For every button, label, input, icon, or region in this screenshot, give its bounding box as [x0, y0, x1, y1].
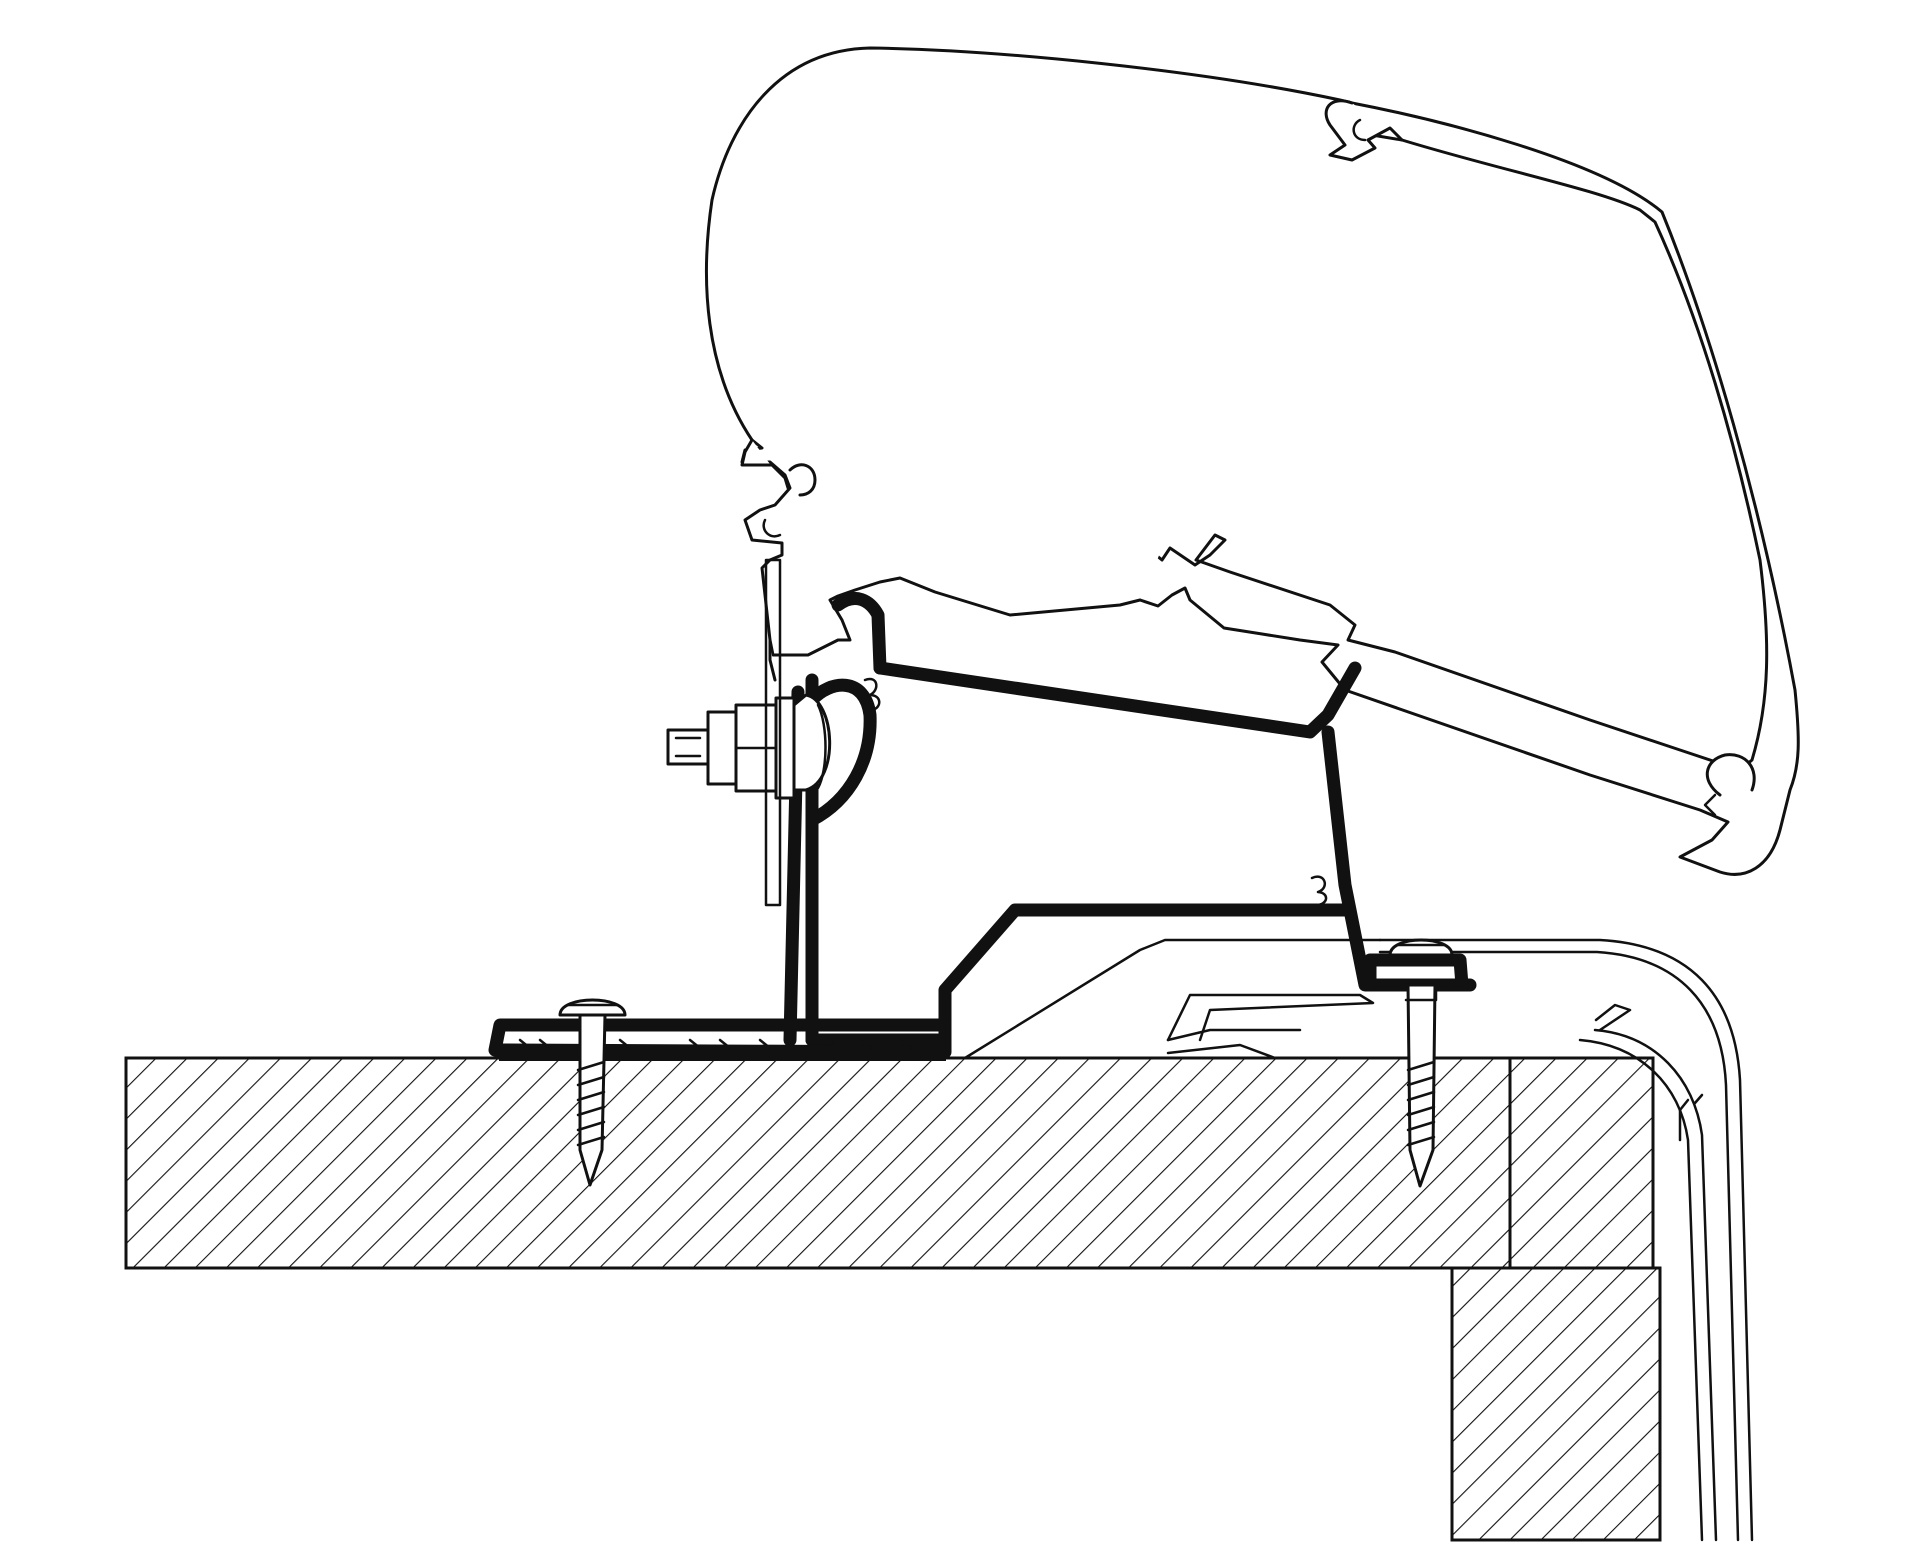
roof-panel-section — [124, 1056, 1655, 1270]
base-serrations — [518, 1038, 912, 1050]
roof-edge-trim — [963, 938, 1754, 1542]
adapter-rail-profile — [488, 592, 1477, 1061]
mounting-screw-right — [1388, 938, 1454, 1188]
awning-cassette-profile — [704, 46, 1800, 876]
wall-panel-section — [1450, 1266, 1662, 1542]
mounting-screw-left — [558, 998, 627, 1187]
bolt-and-nut — [666, 558, 832, 907]
